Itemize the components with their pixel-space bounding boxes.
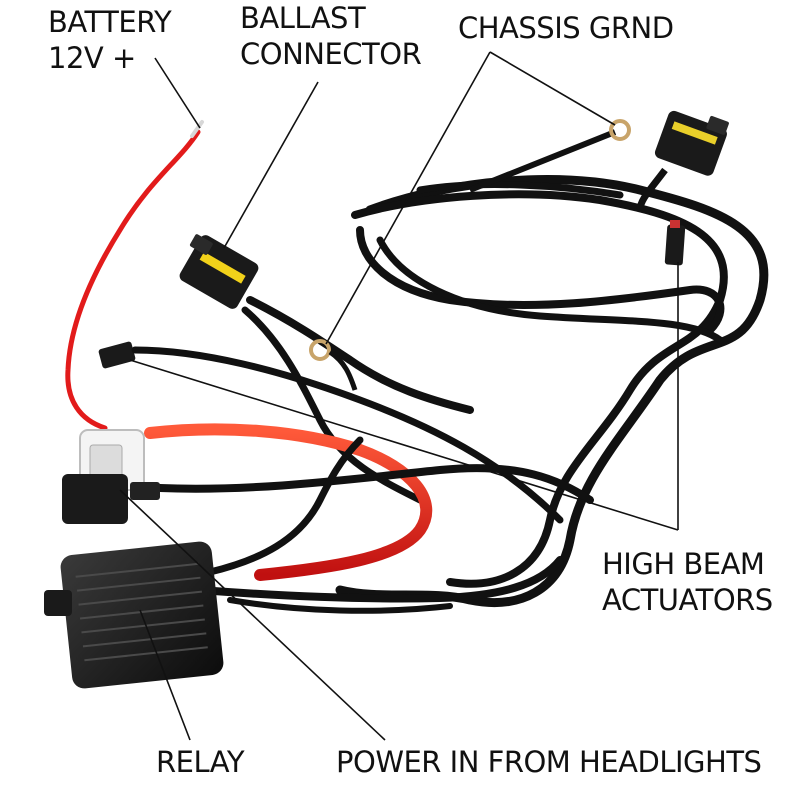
label-chassis-text: CHASSIS GRND	[458, 11, 674, 45]
label-relay: RELAY	[156, 744, 245, 780]
leader-relay	[139, 609, 191, 741]
leader-lines	[119, 51, 679, 741]
output-connector-top	[636, 110, 729, 211]
high-beam-connector-upper	[664, 220, 686, 266]
leader-chassis-lower	[325, 51, 491, 345]
black-wire-loop	[335, 175, 769, 607]
fuse-holder	[62, 429, 160, 524]
label-high-beam-line2: ACTUATORS	[602, 583, 773, 617]
label-chassis-ground: CHASSIS GRND	[458, 10, 674, 46]
battery-red-wire	[65, 120, 204, 431]
label-ballast-line1: BALLAST	[240, 1, 366, 35]
chassis-ground-ring-upper	[468, 119, 631, 193]
label-high-beam-line1: HIGH BEAM	[602, 547, 765, 581]
label-ballast-connector: BALLAST CONNECTOR	[240, 0, 422, 72]
leader-chassis-upper	[489, 51, 616, 126]
chassis-ground-ring-lower	[309, 339, 358, 391]
label-high-beam-actuators: HIGH BEAM ACTUATORS	[602, 546, 773, 618]
label-battery: BATTERY 12V +	[48, 4, 172, 76]
leader-ballast	[223, 81, 319, 249]
label-power-in-text: POWER IN FROM HEADLIGHTS	[336, 745, 762, 779]
main-red-power-wire	[144, 423, 433, 581]
label-battery-line2: 12V +	[48, 41, 136, 75]
relay-wire-bundle	[156, 436, 594, 614]
label-relay-text: RELAY	[156, 745, 245, 779]
label-power-in: POWER IN FROM HEADLIGHTS	[336, 744, 762, 780]
label-battery-line1: BATTERY	[48, 5, 172, 39]
ballast-connector	[179, 234, 474, 504]
leader-battery	[154, 57, 201, 129]
label-ballast-line2: CONNECTOR	[240, 37, 422, 71]
leader-high-beam-lower	[129, 359, 679, 531]
leader-power-in	[119, 489, 386, 741]
